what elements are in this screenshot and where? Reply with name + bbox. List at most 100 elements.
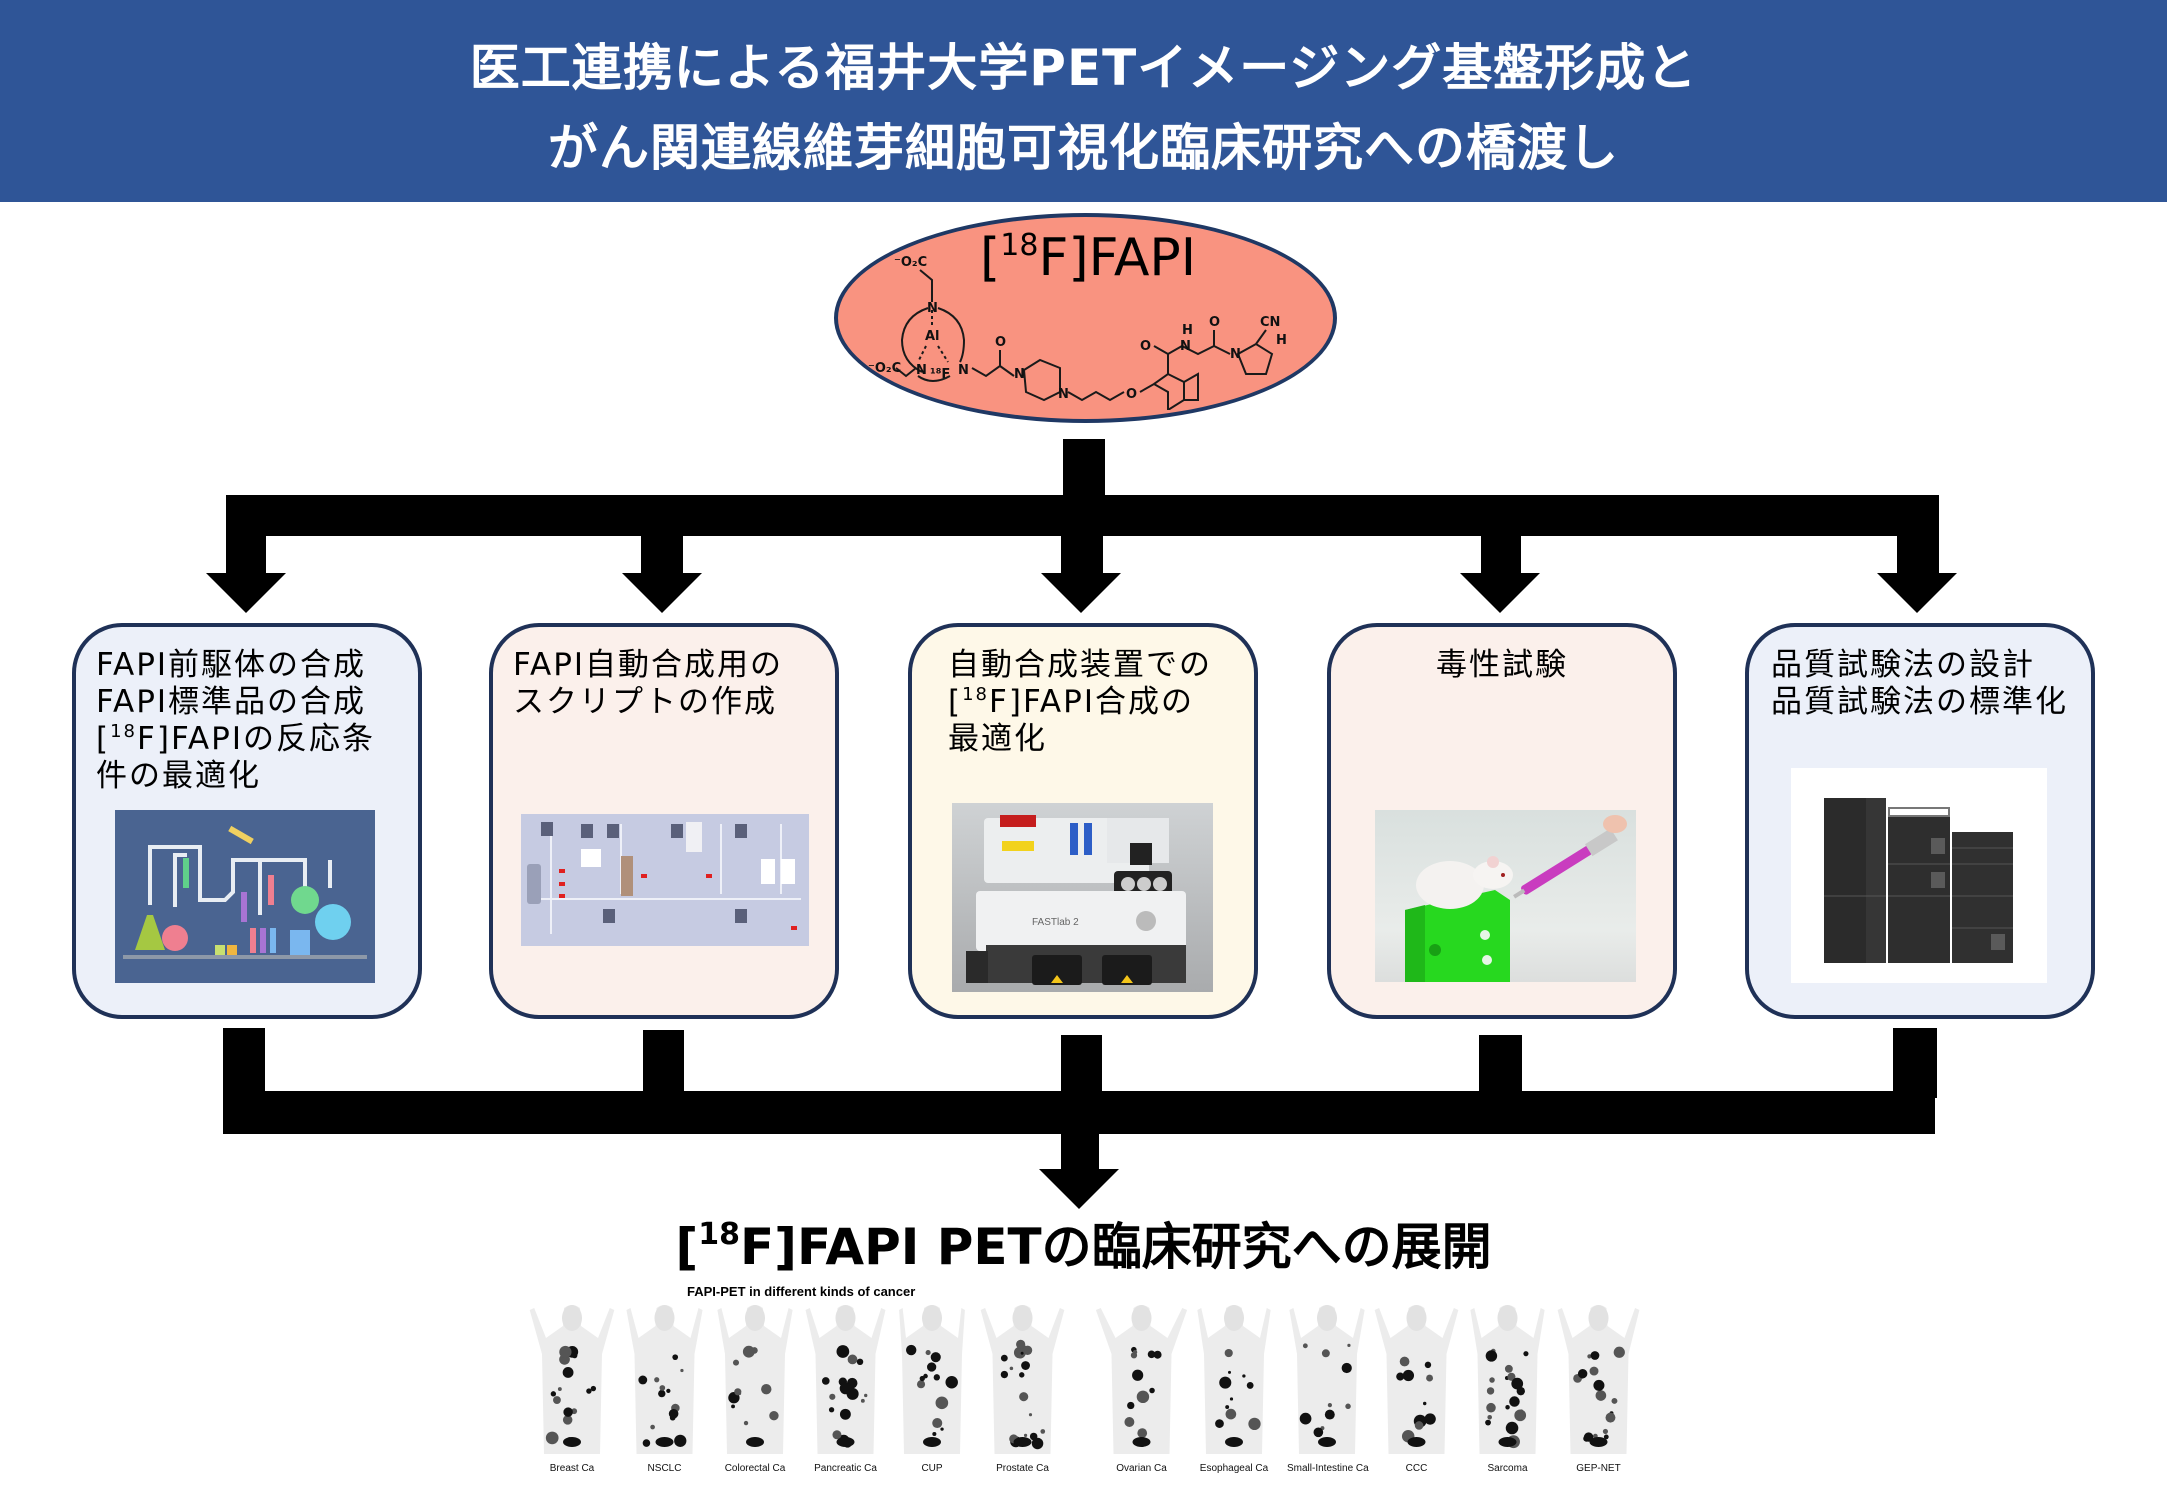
uptake-spot [1021,1361,1030,1370]
isotope-mass: 18 [1000,228,1039,263]
uptake-spot [658,1389,666,1398]
bladder-uptake [1498,1437,1517,1447]
pet-scan-label: Breast Ca [549,1463,595,1474]
body-silhouette [1289,1305,1365,1454]
uptake-spot [1590,1351,1600,1360]
uptake-spot [1132,1369,1144,1381]
pet-scan-label: Colorectal Ca [724,1463,786,1474]
uptake-spot [1215,1419,1224,1428]
pet-scan-image [897,1304,967,1460]
pet-scan-image [1468,1304,1547,1460]
bladder-uptake [1589,1437,1608,1447]
atom-label: O [1140,339,1151,354]
uptake-spot [550,1391,557,1397]
uptake-spot [1009,1366,1014,1371]
script-screen-graphic [527,822,801,934]
uptake-spot [1224,1348,1233,1358]
pet-scan-label: Esophageal Ca [1199,1463,1269,1474]
atom-label: Al [925,329,940,344]
uptake-spot [559,1345,572,1359]
synthesizer-photo-graphic: FASTlab 2 [966,815,1186,985]
uptake-spot [734,1388,742,1396]
atom-label: O [995,335,1006,350]
task-description: FAPI前駆体の合成 FAPI標準品の合成 [18F]FAPIの反応条 件の最適… [96,647,404,795]
task-line: 自動合成装置での [948,647,1212,683]
arrow-shaft-4 [1481,530,1521,574]
uptake-spot [1414,1421,1424,1430]
uptake-spot [1324,1409,1335,1420]
task-description: 毒性試験 [1331,647,1673,684]
uptake-spot [1225,1405,1230,1410]
uptake-spot [1248,1417,1261,1431]
uptake-spot [1225,1408,1237,1420]
uptake-spot [1505,1421,1519,1435]
uptake-spot [1402,1369,1415,1382]
mouse-injection-photo [1375,810,1636,982]
uptake-spot [1127,1401,1135,1410]
uptake-spot [1611,1397,1618,1404]
device-label: FASTlab 2 [1032,917,1079,928]
pet-scan-image [978,1304,1067,1460]
atom-label: O [1126,387,1137,402]
arrow-down-icon [1041,573,1121,613]
uptake-spot [931,1352,939,1360]
bond [919,269,933,302]
uptake-spot [839,1382,852,1395]
uptake-spot [1426,1374,1434,1382]
uptake-spot [1229,1397,1234,1401]
bond [1167,354,1199,401]
clinical-research-title: [18F]FAPI PETの臨床研究への展開 [0,1215,2167,1279]
uptake-spot [821,1377,830,1385]
uptake-spot [1302,1343,1308,1349]
uptake-spot [1136,1390,1150,1404]
body-silhouette [980,1305,1065,1454]
uptake-spot [659,1385,666,1391]
uptake-spot [1519,1409,1523,1413]
compound-ellipse [834,213,1337,423]
title-banner: 医工連携による福井大学PETイメージング基盤形成と がん関連線維芽細胞可視化臨床… [0,0,2167,202]
uptake-spot [650,1424,655,1430]
pet-scan-label: CCC [1405,1463,1428,1474]
uptake-spot [1327,1403,1332,1408]
atom-label: N [927,301,938,316]
fastlab-synthesizer-photo: FASTlab 2 [952,803,1213,992]
bladder-uptake [923,1437,941,1447]
uptake-spot [1020,1351,1024,1355]
uptake-spot [743,1420,749,1426]
uptake-spot [1603,1434,1609,1440]
uptake-spot [1504,1364,1513,1373]
atom-label: N [916,363,927,378]
atom-label: N [1230,347,1241,362]
uptake-spot [1019,1372,1025,1378]
uptake-spot [1040,1429,1046,1434]
uptake-spot [832,1430,842,1440]
body-silhouette [1557,1305,1640,1454]
stem-to-clinical [1061,1130,1099,1170]
bladder-uptake [563,1437,581,1447]
bladder-uptake [1132,1437,1151,1447]
collector-stub-4 [1479,1035,1522,1098]
uptake-spot [1485,1350,1498,1362]
uptake-spot [1485,1419,1491,1426]
title-line-1: 医工連携による福井大学PETイメージング基盤形成と [469,39,1698,97]
uptake-spot [590,1385,597,1392]
atom-label: CN [1260,315,1280,330]
uptake-spot [1022,1345,1033,1355]
uptake-spot [1227,1370,1231,1374]
uptake-spot [642,1439,651,1447]
task-box-quality-testing: 品質試験法の設計 品質試験法の標準化 [1745,623,2095,1019]
bond [1067,390,1125,402]
uptake-spot [927,1362,937,1372]
uptake-spot [923,1373,928,1379]
uptake-spot [1023,1433,1028,1437]
isotope-mass: 18 [698,1217,740,1252]
uptake-spot [918,1381,922,1385]
body-silhouette [529,1305,615,1454]
uptake-spot [1422,1401,1427,1406]
uptake-spot [732,1359,740,1366]
hplc-photo-graphic [1824,798,2013,963]
uptake-spot [916,1380,926,1389]
atom-label: H [1182,323,1193,338]
atom-label: ⁻O₂C [868,361,901,376]
uptake-spot [680,1368,684,1373]
